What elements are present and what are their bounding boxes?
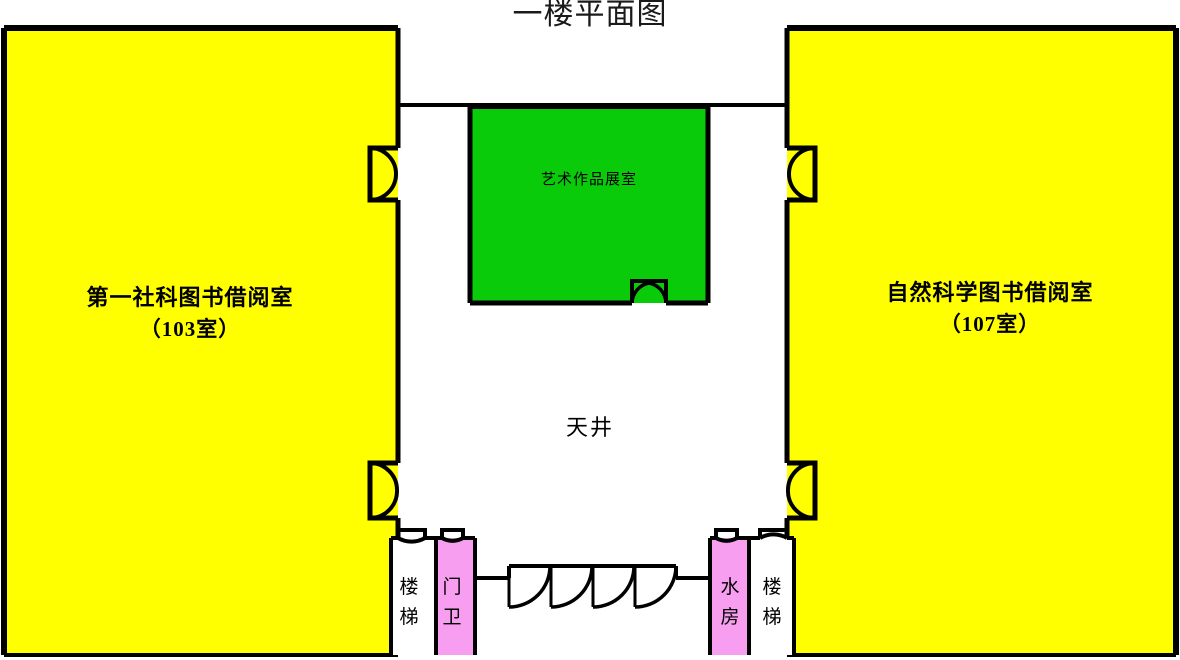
room-shape-art[interactable] bbox=[467, 105, 711, 306]
doors-corridor-south[interactable] bbox=[507, 565, 678, 609]
door-water-room[interactable] bbox=[714, 528, 739, 543]
door-art-room-south[interactable] bbox=[630, 279, 668, 304]
door-right-upper[interactable] bbox=[787, 145, 818, 203]
door-right-lower[interactable] bbox=[785, 460, 818, 521]
room-shape-stair-left[interactable] bbox=[389, 536, 438, 655]
door-gatehouse[interactable] bbox=[440, 528, 465, 543]
room-shape-right[interactable] bbox=[787, 25, 1179, 657]
door-left-lower[interactable] bbox=[367, 460, 400, 521]
room-shape-left[interactable] bbox=[1, 25, 398, 657]
room-shape-gatehouse[interactable] bbox=[434, 536, 477, 655]
room-shape-stair-right[interactable] bbox=[747, 536, 796, 655]
door-stair-left[interactable] bbox=[396, 528, 427, 544]
room-shape-water-room[interactable] bbox=[708, 536, 751, 655]
door-left-upper[interactable] bbox=[367, 145, 398, 203]
page-title: 一楼平面图 bbox=[512, 0, 668, 31]
door-stair-right[interactable] bbox=[758, 528, 789, 540]
